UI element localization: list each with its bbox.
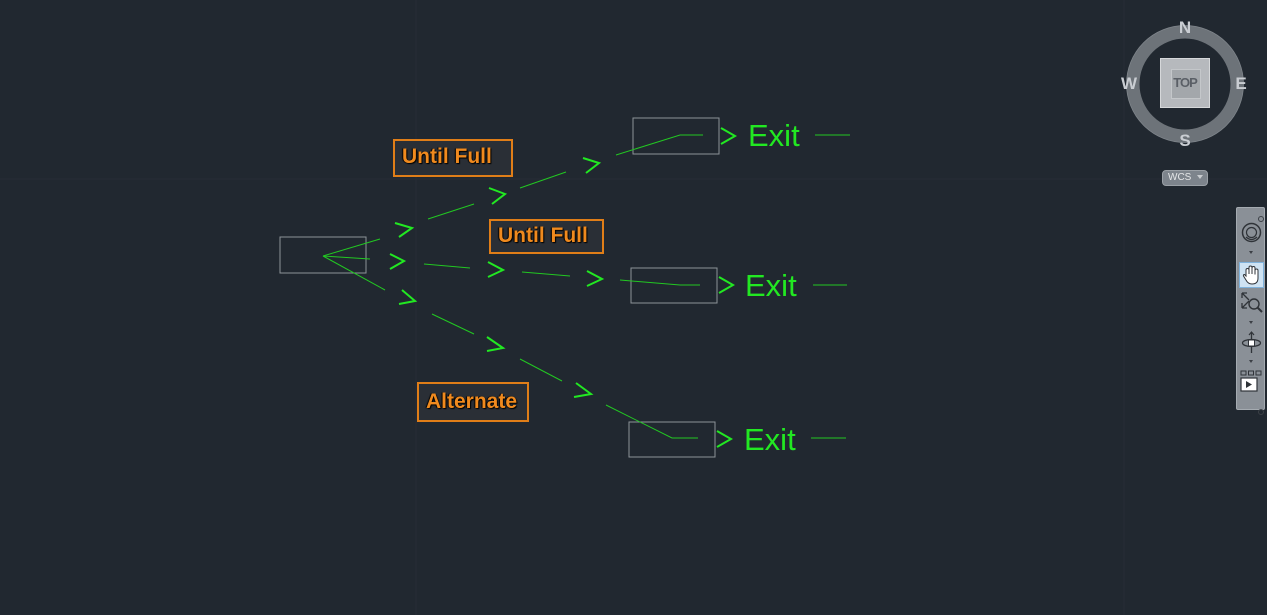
- orbit-button[interactable]: [1239, 329, 1264, 355]
- chevron-icon: [716, 430, 734, 448]
- zoom-extents-button[interactable]: [1239, 290, 1264, 316]
- wcs-menu-button[interactable]: WCS: [1162, 170, 1208, 186]
- chevron-icon: [720, 127, 738, 145]
- chevron-icon: [398, 289, 418, 305]
- viewcube-north[interactable]: N: [1178, 18, 1192, 37]
- exit-text-middle[interactable]: Exit: [745, 268, 797, 303]
- alternate-label[interactable]: Alternate: [417, 382, 529, 422]
- zoom-extents-icon: [1241, 292, 1263, 313]
- wcs-label: WCS: [1168, 172, 1192, 183]
- chevron-icon: [573, 382, 594, 398]
- until-full-text: Until Full: [498, 224, 588, 247]
- chevron-icon: [486, 336, 506, 352]
- chevron-icon: [718, 276, 736, 294]
- chevron-icon: [389, 253, 407, 270]
- navbar-options-icon[interactable]: [1258, 402, 1264, 415]
- viewcube-top-label: TOP: [1173, 75, 1198, 90]
- steering-wheel-icon: [1241, 222, 1262, 243]
- chevron-down-icon[interactable]: [1249, 251, 1253, 254]
- chevron-icon: [582, 157, 602, 174]
- viewcube-south[interactable]: S: [1179, 131, 1191, 150]
- viewcube-west[interactable]: W: [1120, 74, 1138, 93]
- until-full-text: Until Full: [402, 145, 492, 168]
- exit-text-top[interactable]: Exit: [748, 118, 800, 153]
- pan-button[interactable]: [1239, 262, 1264, 288]
- until-full-label-top[interactable]: Until Full: [393, 139, 513, 177]
- showmotion-button[interactable]: [1239, 368, 1264, 394]
- chevron-down-icon: [1197, 175, 1203, 179]
- pan-hand-icon: [1242, 265, 1259, 285]
- chevron-icon: [586, 270, 605, 287]
- target-box-bottom[interactable]: [628, 421, 716, 458]
- viewcube-east[interactable]: E: [1235, 74, 1247, 93]
- chevron-icon: [394, 222, 415, 238]
- exit-text-bottom[interactable]: Exit: [744, 422, 796, 457]
- orbit-icon: [1241, 331, 1262, 353]
- until-full-label-middle[interactable]: Until Full: [489, 219, 604, 254]
- viewcube-top-face[interactable]: [1160, 58, 1210, 108]
- source-box[interactable]: [279, 236, 367, 274]
- showmotion-icon: [1240, 370, 1262, 392]
- navigation-bar: [1236, 207, 1265, 415]
- connector-lines: [322, 134, 850, 439]
- viewcube-top-face-inner: [1171, 69, 1201, 99]
- viewcube-compass[interactable]: [1126, 25, 1244, 143]
- chevron-icon: [487, 261, 506, 278]
- target-box-middle[interactable]: [630, 267, 718, 304]
- chevron-down-icon[interactable]: [1249, 360, 1253, 363]
- steering-wheel-button[interactable]: [1239, 220, 1264, 246]
- close-icon[interactable]: [1258, 209, 1264, 222]
- target-box-top[interactable]: [632, 117, 720, 155]
- alternate-text: Alternate: [426, 390, 518, 413]
- chevron-icon: [488, 187, 508, 205]
- arrow-chevrons: [389, 127, 738, 448]
- chevron-down-icon[interactable]: [1249, 321, 1253, 324]
